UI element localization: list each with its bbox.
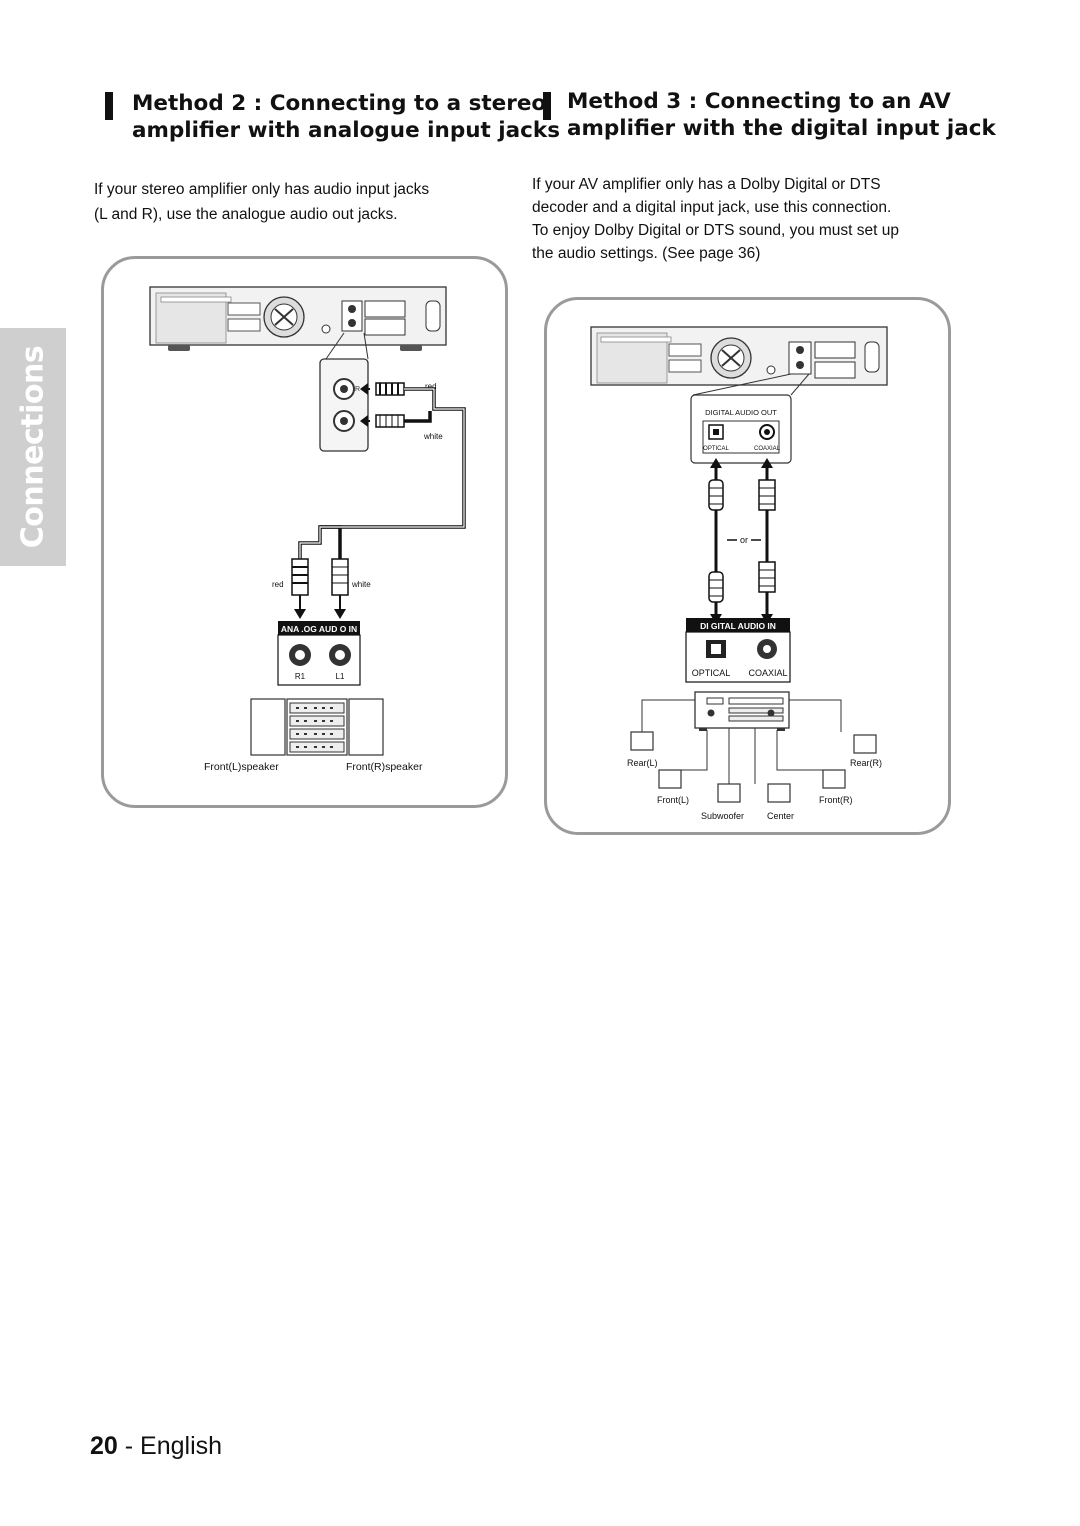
- center-label: Center: [767, 811, 794, 821]
- method3-title-line2: amplifier with the digital input jack: [567, 116, 996, 141]
- front-r-label: Front(R): [819, 795, 853, 805]
- coaxial-small-label: COAXIAL: [754, 446, 781, 452]
- method2-text-line2: (L and R), use the analogue audio out ja…: [94, 206, 398, 223]
- audio-cables: [298, 387, 466, 559]
- optical-label: OPTICAL: [692, 668, 731, 678]
- method2-diagram: R red white: [149, 286, 466, 773]
- amp-white-label: white: [351, 580, 371, 589]
- av-amplifier: [694, 691, 790, 731]
- digital-cables: or: [708, 468, 776, 624]
- rca-plugs-recorder: red white: [360, 382, 443, 441]
- method3-title-line1: Method 3 : Connecting to an AV: [567, 89, 951, 114]
- page-number-value: 20: [90, 1432, 118, 1460]
- digital-in-label: DI GITAL AUDIO IN: [700, 621, 776, 631]
- digital-out-label: DIGITAL AUDIO OUT: [705, 408, 777, 417]
- subwoofer-label: Subwoofer: [701, 811, 744, 821]
- or-label: or: [740, 535, 748, 545]
- digital-audio-in: DI GITAL AUDIO IN OPTICAL COAXIAL: [685, 618, 791, 683]
- side-tab-label: Connections: [15, 345, 51, 549]
- method3-text-line1: If your AV amplifier only has a Dolby Di…: [532, 176, 881, 193]
- jack-r1-label: R1: [295, 672, 306, 681]
- rear-r-label: Rear(R): [850, 758, 882, 768]
- rca-plugs-amplifier: red white: [272, 558, 371, 619]
- method2-title-line2: amplifier with analogue input jacks: [132, 118, 561, 143]
- page-number: 20 - English: [90, 1432, 222, 1461]
- optical-small-label: OPTICAL: [703, 446, 729, 452]
- stereo-system: Front(L)speaker Front(R)speaker: [204, 698, 423, 773]
- method2-title-bar: [105, 92, 113, 120]
- analog-audio-in: ANA .OG AUD O IN R1 L1: [277, 621, 361, 686]
- speakers: Rear(L) Rear(R) Front(L) Front(R) Subwoo…: [627, 731, 882, 821]
- method3-text-line2: decoder and a digital input jack, use th…: [532, 199, 892, 216]
- recorder-rear-panel: [149, 286, 447, 351]
- front-l-label: Front(L): [657, 795, 689, 805]
- method2-diagram-panel: R red white: [101, 256, 508, 808]
- speaker-wiring: [641, 699, 842, 784]
- method2-text-line1: If your stereo amplifier only has audio …: [94, 181, 430, 198]
- jack-l1-label: L1: [336, 672, 345, 681]
- page-number-separator: -: [117, 1432, 141, 1460]
- digital-audio-out-jacks: DIGITAL AUDIO OUT OPTICAL COAXIAL: [690, 394, 792, 464]
- plug-white-label: white: [423, 432, 443, 441]
- method3-title-bar: [543, 92, 551, 120]
- speaker-right-label: Front(R)speaker: [346, 761, 423, 773]
- page-language: English: [140, 1432, 223, 1460]
- method3-diagram: DIGITAL AUDIO OUT OPTICAL COAXIAL or: [590, 326, 888, 821]
- amp-red-label: red: [272, 580, 284, 589]
- recorder-rear-panel: [590, 326, 888, 386]
- rear-l-label: Rear(L): [627, 758, 658, 768]
- jack-r-letter: R: [355, 386, 360, 393]
- method3-text-line3: To enjoy Dolby Digital or DTS sound, you…: [532, 222, 900, 239]
- section-side-tab: Connections: [0, 328, 66, 566]
- method3-diagram-panel: DIGITAL AUDIO OUT OPTICAL COAXIAL or: [544, 297, 951, 835]
- method2-title-line1: Method 2 : Connecting to a stereo: [132, 91, 547, 116]
- recorder-audio-out-jacks: R: [319, 358, 369, 452]
- analog-audio-in-label: ANA .OG AUD O IN: [281, 624, 357, 634]
- plug-red-label: red: [425, 382, 437, 391]
- coaxial-label: COAXIAL: [748, 668, 787, 678]
- method3-text-line4: the audio settings. (See page 36): [532, 245, 761, 262]
- speaker-left-label: Front(L)speaker: [204, 761, 279, 773]
